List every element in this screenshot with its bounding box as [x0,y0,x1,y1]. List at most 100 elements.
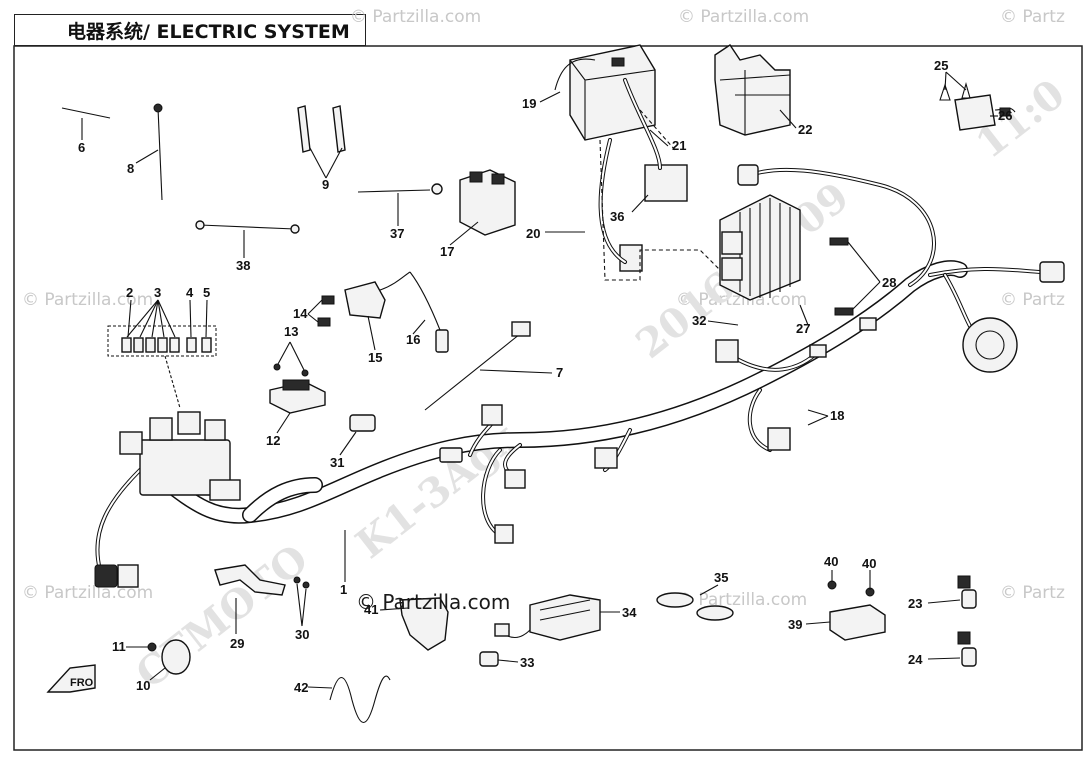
callout-7: 7 [556,365,563,380]
callout-23: 23 [908,596,922,611]
callout-39: 39 [788,617,802,632]
sensor-18 [767,427,791,451]
part-31 [349,414,376,432]
ignition-coil [344,271,449,353]
diagram-title: 电器系统/ ELECTRIC SYSTEM [14,14,366,46]
callout-2: 2 [126,285,133,300]
watermark-model: CFMOTO [127,535,317,698]
sensor-33 [479,651,499,667]
callout-29: 29 [230,636,244,651]
bolts-28 [829,237,854,316]
clamp-35b [696,605,734,621]
callout-3: 3 [154,285,161,300]
callout-12: 12 [266,433,280,448]
callout-37: 37 [390,226,404,241]
callout-10: 10 [136,678,150,693]
horn-right [962,317,1018,373]
connector-low [494,524,514,544]
pins-25 [939,81,971,101]
fuse-set [107,325,217,409]
callout-25: 25 [934,58,948,73]
watermark-right: © Partz [1000,290,1065,310]
watermark-left: © Partzilla.com [22,290,153,310]
pin-6 [61,107,111,119]
watermark-center: © Partzilla.com [356,590,511,614]
watermark-bottom-mid: © Partzilla.com [676,590,807,610]
switch-23 [957,575,977,609]
bolt-14b [317,317,331,327]
ecu-12 [269,379,326,414]
svg-text:FRO: FRO [70,677,94,689]
callout-32: 32 [692,313,706,328]
callout-21: 21 [672,138,686,153]
bracket-41 [399,597,449,651]
callout-31: 31 [330,455,344,470]
callout-numbers: 1 2 3 4 5 6 7 8 10 9 11 12 13 14 15 16 1… [78,58,1012,695]
callout-18: 18 [830,408,844,423]
callout-13: 13 [284,324,298,339]
callout-34: 34 [622,605,637,620]
fuse-box [94,411,241,588]
switch-24 [957,631,977,667]
callout-24: 24 [908,652,923,667]
watermark-bottom-right: © Partz [1000,583,1065,603]
connector-mid [594,447,618,469]
callout-41: 41 [364,602,378,617]
starter-relay [459,169,516,236]
callout-38: 38 [236,258,250,273]
connector-lower-mid [504,469,526,489]
callout-30: 30 [295,627,309,642]
front-arrow-icon: FRO [46,664,96,693]
callout-17: 17 [440,244,454,259]
callout-5: 5 [203,285,210,300]
connector-right [1039,261,1065,283]
ecu-34 [529,594,601,641]
callout-22: 22 [798,122,812,137]
callout-11: 11 [112,639,126,654]
connector-top [737,164,759,186]
callout-28: 28 [882,275,896,290]
callout-40b: 40 [862,556,876,571]
sensor-26 [954,94,1016,131]
callout-6: 6 [78,140,85,155]
callout-19: 19 [522,96,536,111]
watermark-bottom-left: © Partzilla.com [22,583,153,603]
callout-8: 8 [127,161,134,176]
callout-4: 4 [186,285,194,300]
module-39 [829,604,886,641]
leader-lines [81,71,998,689]
regulator-rectifier [719,194,801,301]
bracket-29 [214,564,286,596]
horn-10 [161,639,191,675]
callout-15: 15 [368,350,382,365]
callout-14: 14 [293,306,308,321]
relay-36 [644,164,688,202]
watermark-top-right: © Partzilla.com [678,7,809,27]
callout-1: 1 [340,582,347,597]
pad-9a [297,105,311,153]
callout-42: 42 [294,680,308,695]
cable-38 [199,224,296,230]
callout-40a: 40 [824,554,838,569]
pad-9b [332,105,346,153]
battery-cable [598,138,627,264]
callout-9: 9 [322,177,329,192]
callout-16: 16 [406,332,420,347]
callout-20: 20 [526,226,540,241]
cable-tie-7 [424,329,526,411]
bolt-11 [147,642,157,652]
callout-33: 33 [520,655,534,670]
clamp-35a [656,592,694,608]
battery [554,44,656,141]
connector-upper-mid [481,404,503,426]
callout-36: 36 [610,209,624,224]
callout-35: 35 [714,570,728,585]
connector-20 [619,244,643,272]
diagram-frame [13,45,1083,751]
callout-27: 27 [796,321,810,336]
battery-holder [714,44,791,136]
cable-tie-8 [157,107,163,201]
bolt-14a [321,295,335,305]
sensor-32 [715,339,739,363]
